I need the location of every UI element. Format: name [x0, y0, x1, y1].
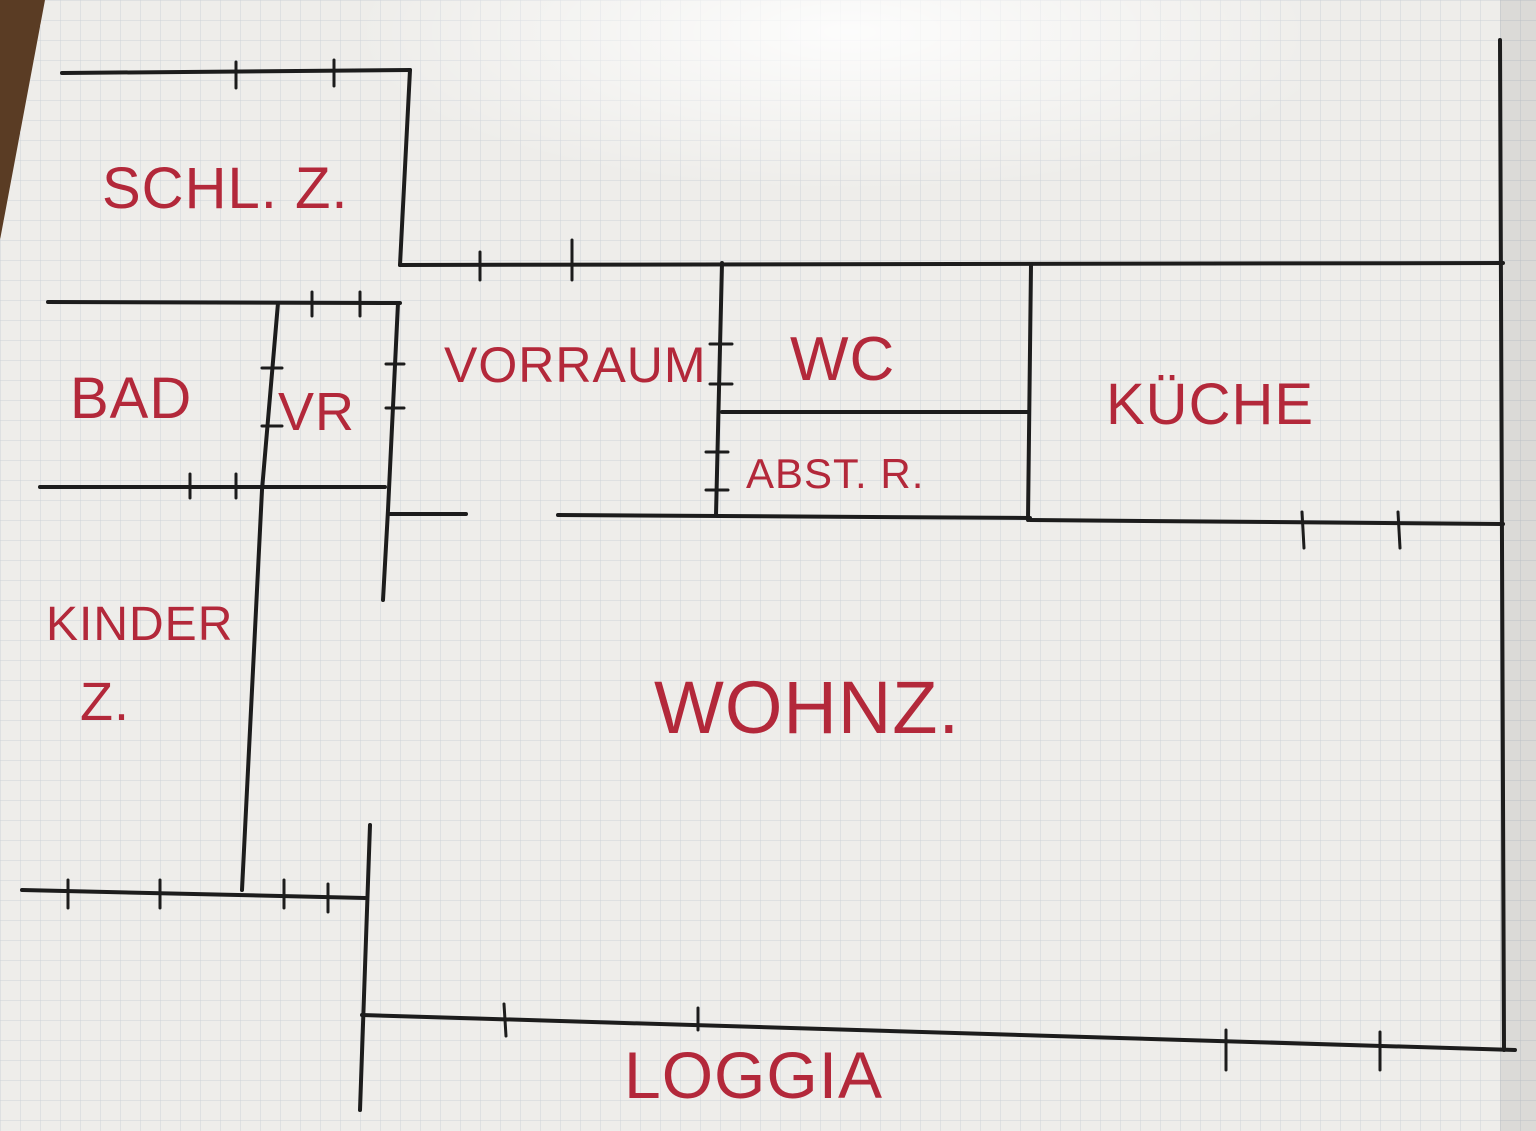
wall-bath-top	[46, 300, 402, 305]
wall-kinder-bottom	[20, 888, 367, 900]
wall-loggia-top	[360, 1013, 1517, 1052]
label-kinderzimmer-1: KINDER	[46, 598, 233, 651]
wall-bedroom-right	[398, 68, 412, 267]
wall-kitchen-left	[1026, 263, 1033, 522]
label-abstellraum: ABST. R.	[746, 450, 924, 497]
walls	[20, 38, 1517, 1112]
right-shadow	[1500, 0, 1536, 1131]
label-schlafzimmer: SCHL. Z.	[102, 156, 349, 221]
label-loggia: LOGGIA	[624, 1038, 883, 1112]
label-wc: WC	[790, 325, 895, 394]
light-glare	[300, 0, 1300, 320]
wall-vorraum-bottom-right	[556, 513, 1032, 520]
wall-kitchen-bottom	[1028, 518, 1505, 526]
wall-wc-left	[714, 261, 724, 517]
wall-living-left	[358, 823, 372, 1112]
label-wohnzimmer: WOHNZ.	[654, 666, 960, 749]
wall-vr-left	[240, 301, 280, 892]
opening-ticks	[66, 58, 1402, 1072]
wall-vr-right	[381, 301, 400, 602]
label-kinderzimmer-2: Z.	[80, 672, 130, 732]
wall-vorraum-top	[398, 261, 1505, 267]
label-bad: BAD	[70, 366, 192, 431]
wall-right-outer	[1498, 38, 1506, 1052]
label-vorraum: VORRAUM	[444, 337, 707, 393]
label-kueche: KÜCHE	[1106, 372, 1314, 437]
label-vorraum-klein: VR	[278, 382, 355, 442]
